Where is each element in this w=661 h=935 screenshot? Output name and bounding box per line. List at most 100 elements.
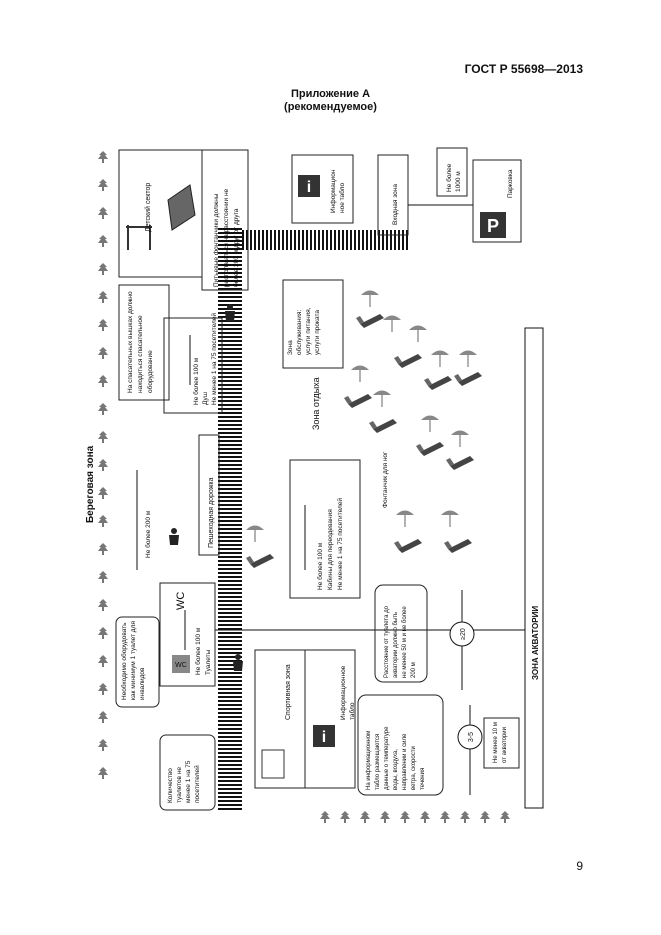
fountains-note: Питьевые фонтанчики должны располагаться…	[213, 188, 240, 287]
walkway-stripe	[330, 230, 332, 250]
svg-text:На спасательных вышках должно: На спасательных вышках должно	[127, 291, 134, 393]
cabins-note: Не более 100 м Кабины для переодевания Н…	[316, 498, 344, 590]
walkway-stripe	[218, 532, 242, 534]
walkway-stripe	[386, 230, 388, 250]
walkway-stripe	[218, 400, 242, 402]
walkway-stripe	[218, 656, 242, 658]
walkway-stripe	[218, 272, 242, 274]
walkway-stripe	[218, 564, 242, 566]
walkway-stripe	[218, 440, 242, 442]
shower-box	[163, 317, 223, 414]
svg-text:1000 м: 1000 м	[455, 171, 462, 192]
walkway-stripe	[218, 696, 242, 698]
walkway-stripe	[218, 364, 242, 366]
walkway-stripe	[274, 230, 276, 250]
walkway-stripe	[218, 424, 242, 426]
distance-value-2: 3-5	[468, 732, 475, 742]
walkway-stripe	[218, 772, 242, 774]
toilet-count-box	[159, 734, 216, 811]
walkway-stripe	[218, 488, 242, 490]
svg-text:услуги проката: услуги проката	[314, 310, 321, 355]
bottom-tree-row	[320, 811, 510, 823]
walkway-stripe	[218, 236, 242, 238]
info-board-bottom-label: Информационное табло	[340, 665, 356, 720]
walkway-stripe	[218, 724, 242, 726]
walkway-stripe	[218, 600, 242, 602]
walkway-stripe	[218, 412, 242, 414]
walkway-stripe	[218, 352, 242, 354]
walkway-stripe	[218, 332, 242, 334]
svg-text:Расстояние от туалета до: Расстояние от туалета до	[384, 605, 390, 678]
left-tree-row	[98, 151, 108, 779]
walkway-stripe	[218, 768, 242, 770]
svg-text:Информационное: Информационное	[340, 665, 347, 720]
walkway-stripe	[218, 628, 242, 630]
walkway-stripe	[218, 344, 242, 346]
walkway-stripe	[218, 472, 242, 474]
entrance-zone-box	[377, 154, 409, 236]
walkway-stripe	[218, 284, 242, 286]
walkway-stripe	[218, 572, 242, 574]
wc-disabled-text: WC	[175, 662, 187, 669]
walkway-stripe	[218, 256, 242, 258]
walkway-stripe	[218, 500, 242, 502]
walkway-stripe	[262, 230, 264, 250]
svg-text:Не менее 10 м: Не менее 10 м	[493, 722, 499, 763]
cabins-box	[289, 459, 361, 599]
walkway-stripe	[218, 504, 242, 506]
svg-text:Информацион: Информацион	[330, 169, 337, 213]
walkway-stripe	[218, 264, 242, 266]
walkway-horizontal	[242, 230, 408, 250]
walkway-stripe	[218, 776, 242, 778]
svg-text:Зона: Зона	[287, 340, 294, 355]
walkway-stripe	[218, 448, 242, 450]
walkway-stripe	[218, 576, 242, 578]
walkway-stripe	[218, 496, 242, 498]
walkway-stripe	[218, 752, 242, 754]
svg-text:инвалидов: инвалидов	[139, 667, 146, 700]
wc-sign: WC	[175, 592, 187, 610]
walkway-stripe	[218, 640, 242, 642]
walkway-stripe	[218, 252, 242, 254]
shower-note: Не более 100 м Душ Не менее 1 на 75 посе…	[192, 313, 218, 405]
svg-text:посетителей: посетителей	[193, 765, 201, 803]
walkway-stripe	[382, 230, 384, 250]
walkway-stripe	[378, 230, 380, 250]
walkway-stripe	[218, 288, 242, 290]
walkway-stripe	[366, 230, 368, 250]
walkway-stripe	[318, 230, 320, 250]
walkway-stripe	[218, 636, 242, 638]
walkway-stripe	[218, 540, 242, 542]
toilets-box	[159, 582, 216, 687]
shore-zone-title: Береговая зона	[85, 445, 96, 523]
annex-title: Приложение А	[290, 88, 371, 100]
svg-text:услуги питания,: услуги питания,	[305, 307, 312, 355]
walkway-stripe	[218, 680, 242, 682]
walkway-stripe	[218, 804, 242, 806]
walkway-stripe	[218, 588, 242, 590]
walkway-stripe	[218, 380, 242, 382]
svg-text:i: i	[307, 179, 311, 196]
walkway-stripe	[218, 780, 242, 782]
svg-text:P: P	[487, 216, 499, 236]
walkway-stripe	[374, 230, 376, 250]
walkway-stripe	[218, 392, 242, 394]
distance-circle-2	[457, 724, 483, 750]
walkway-stripe	[218, 376, 242, 378]
entrance-zone-label: Входная зона	[392, 184, 399, 225]
walkway-stripe	[218, 420, 242, 422]
svg-text:i: i	[322, 729, 326, 746]
water-zone-box	[524, 327, 544, 809]
walkway-stripe	[218, 476, 242, 478]
walkway-stripe	[258, 230, 260, 250]
sport-net-icon	[261, 749, 285, 779]
walkway-stripe	[218, 260, 242, 262]
walkway-stripe	[218, 660, 242, 662]
walkway-stripe	[354, 230, 356, 250]
walkway-stripe	[218, 228, 242, 230]
svg-text:На информационном: На информационном	[366, 731, 372, 790]
walkway-stripe	[298, 230, 300, 250]
walkway-stripe	[370, 230, 372, 250]
walkway-stripe	[218, 416, 242, 418]
walkway-stripe	[218, 292, 242, 294]
